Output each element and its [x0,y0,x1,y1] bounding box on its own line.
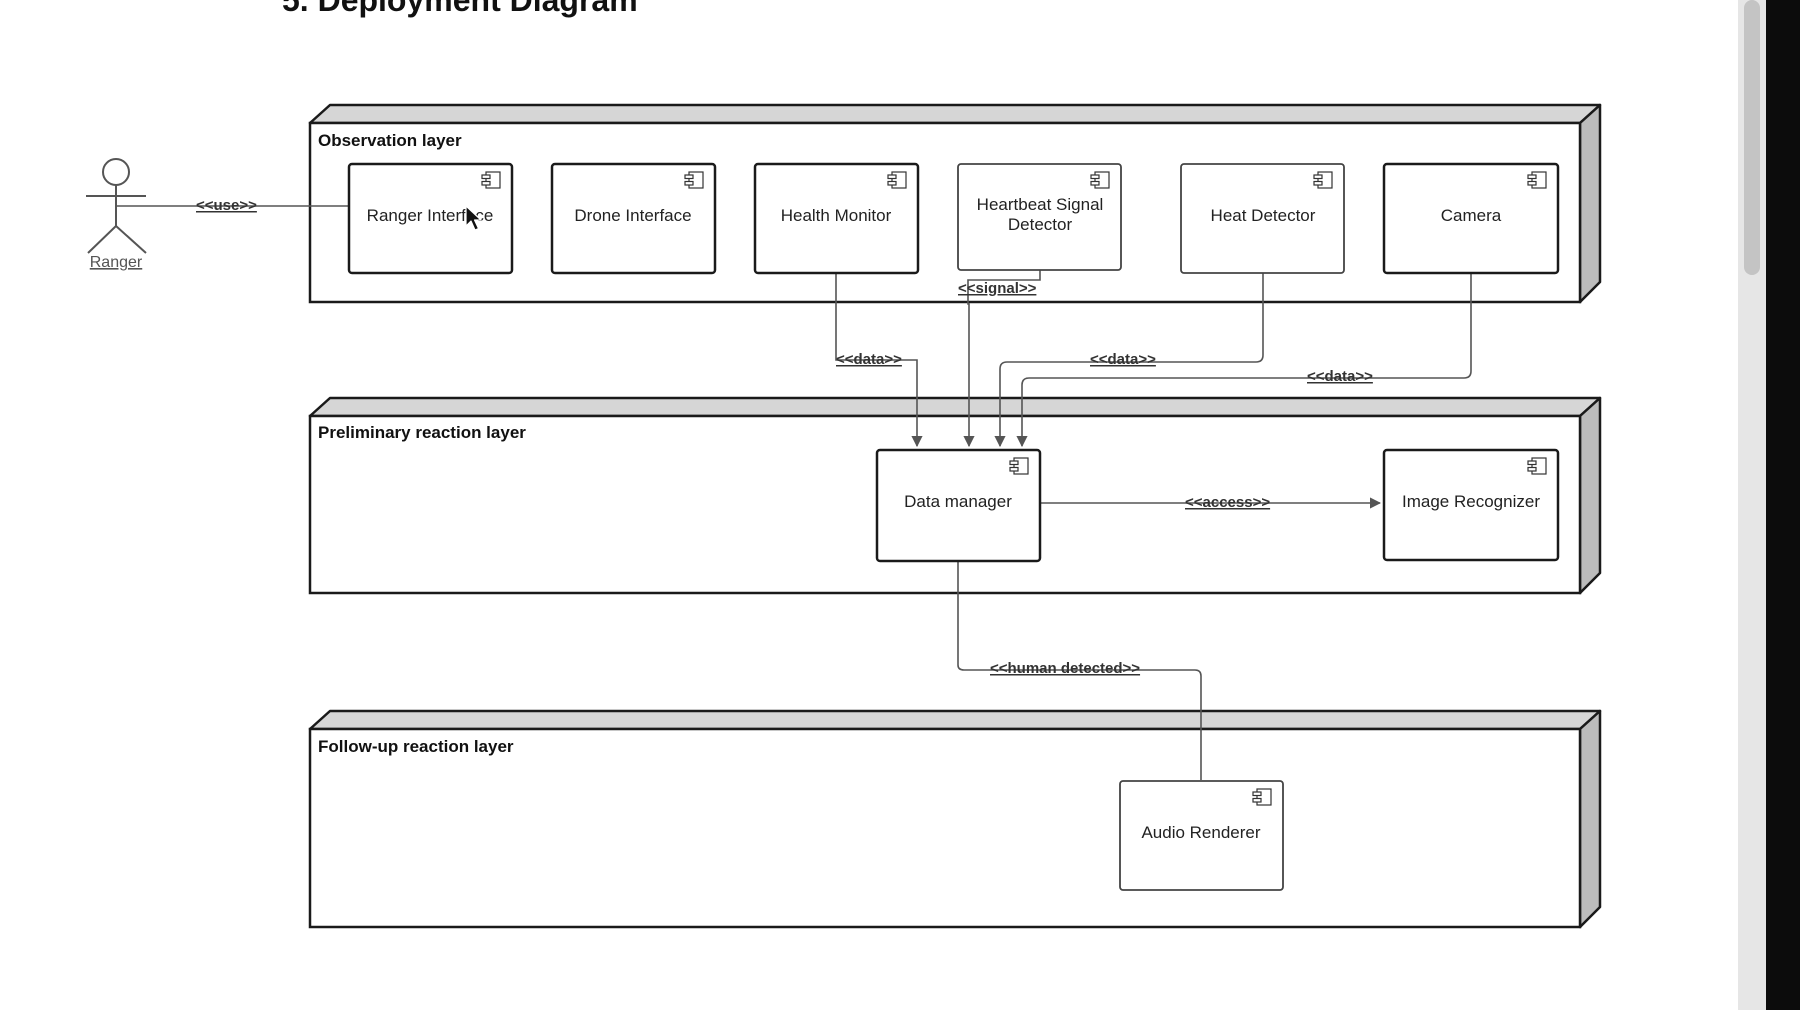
page-heading: 5. Deployment Diagram [282,0,638,18]
component-label: Image Recognizer [1402,492,1540,511]
human-detected-label: <<human detected>> [990,660,1140,677]
actor-name: Ranger [90,254,143,271]
actor-ranger[interactable]: Ranger [86,158,147,271]
data-connector-camera[interactable] [1016,273,1472,448]
window-edge [1766,0,1800,1010]
connectors [116,205,1472,780]
node-preliminary-layer: Preliminary reaction layer [308,396,1602,595]
connector-labels: <<use>> <<signal>> <<data>> <<data>> <<d… [196,197,1373,677]
component-label: Drone Interface [574,206,691,225]
component-label: Ranger Interface [367,206,494,225]
scrollbar-thumb[interactable] [1744,0,1760,275]
component-heartbeat-signal-detector[interactable]: Heartbeat Signal Detector [957,163,1122,271]
component-label: Heartbeat Signal [977,195,1104,214]
node-title: Follow-up reaction layer [318,737,514,756]
component-label: Heat Detector [1211,206,1316,225]
component-label: Camera [1441,206,1502,225]
component-data-manager[interactable]: Data manager [875,448,1042,563]
component-label: Audio Renderer [1141,823,1260,842]
component-ranger-interface[interactable]: Ranger Interface [347,162,514,275]
data-connector-health[interactable] [835,273,923,448]
node-followup-layer: Follow-up reaction layer [308,709,1602,929]
component-label: Data manager [904,492,1012,511]
component-image-recognizer[interactable]: Image Recognizer [1382,448,1560,562]
component-label: Detector [1008,215,1073,234]
component-camera[interactable]: Camera [1382,162,1560,275]
human-detected-connector[interactable] [957,561,1202,780]
access-label: <<access>> [1185,494,1270,511]
component-label: Health Monitor [781,206,892,225]
signal-label: <<signal>> [958,280,1037,297]
mouse-pointer-icon [465,205,482,231]
component-heat-detector[interactable]: Heat Detector [1180,163,1345,274]
data-label-health: <<data>> [836,351,902,368]
data-label-camera: <<data>> [1307,368,1373,385]
component-health-monitor[interactable]: Health Monitor [753,162,920,275]
use-label: <<use>> [196,197,257,214]
component-audio-renderer[interactable]: Audio Renderer [1119,780,1284,891]
node-title: Observation layer [318,131,462,150]
node-observation-layer: Observation layer [308,103,1602,304]
data-connector-heat[interactable] [994,273,1264,448]
component-drone-interface[interactable]: Drone Interface [550,162,717,275]
node-title: Preliminary reaction layer [318,423,526,442]
stick-figure-icon [86,158,147,254]
signal-connector[interactable] [963,270,1041,448]
data-label-heat: <<data>> [1090,351,1156,368]
